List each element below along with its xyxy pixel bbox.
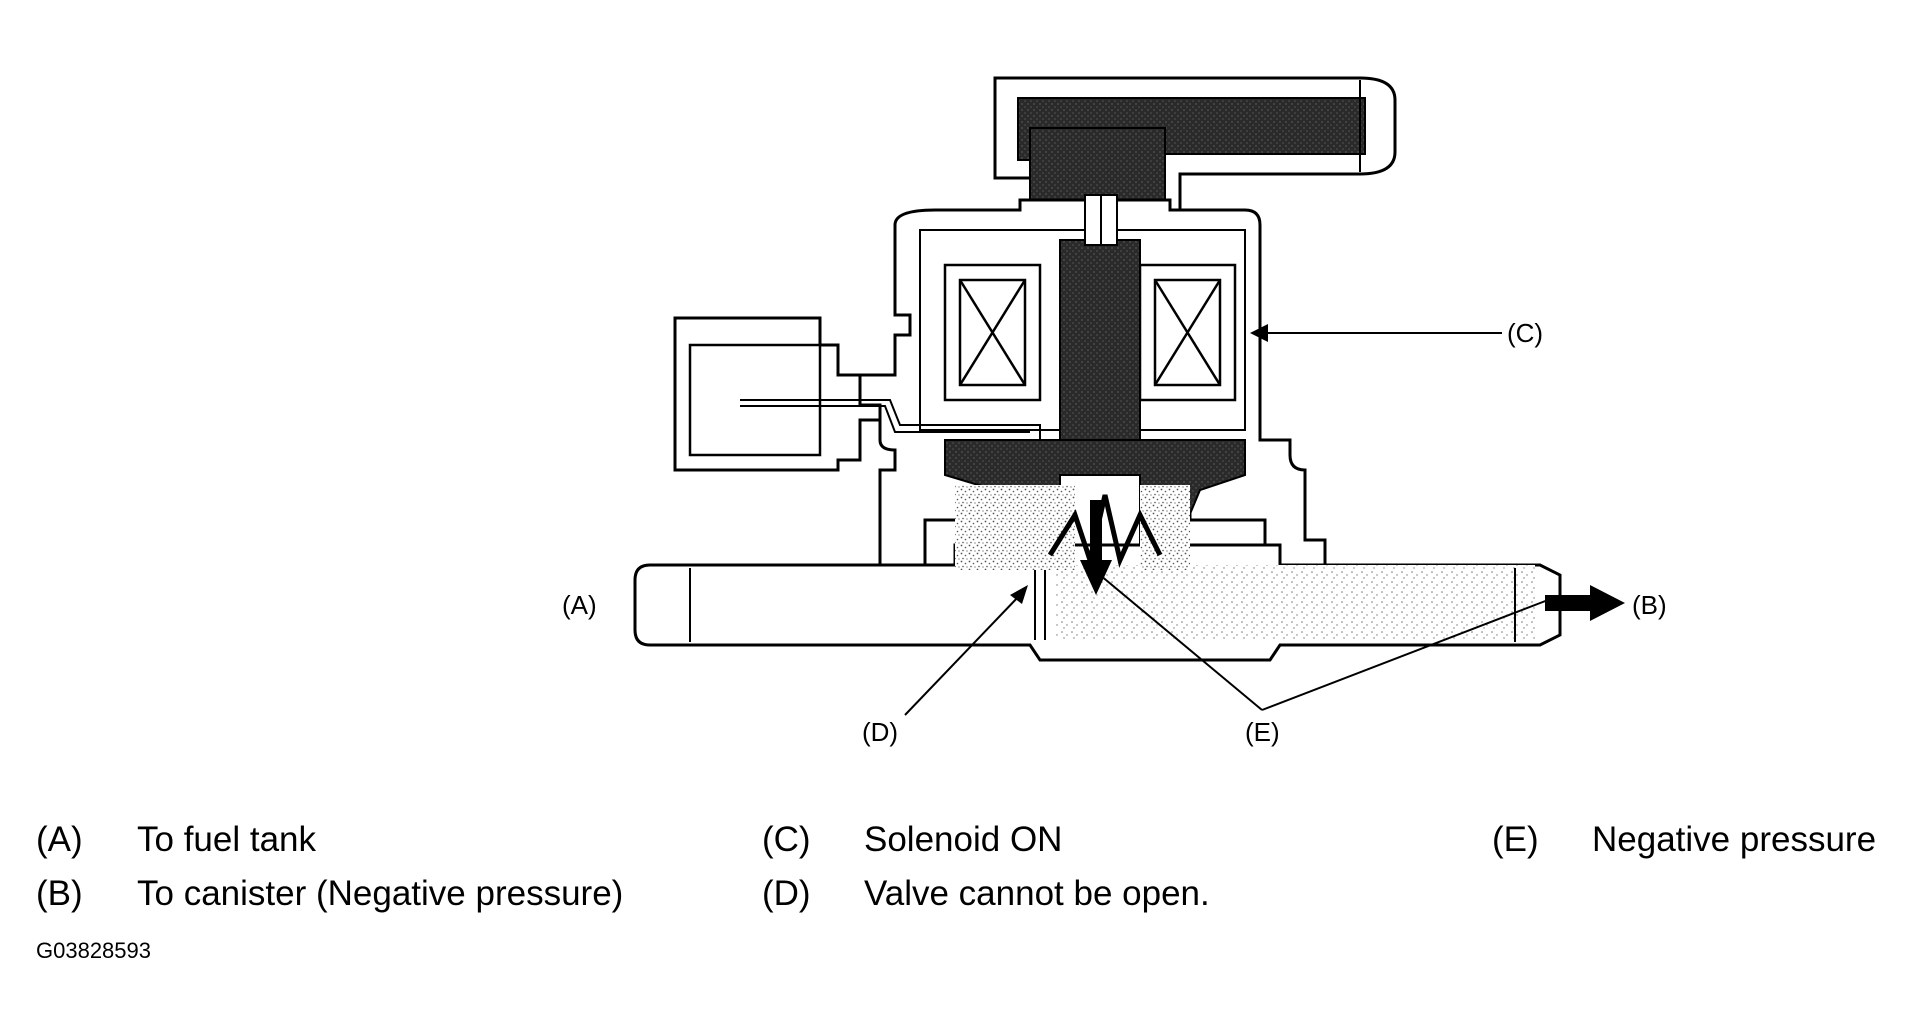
callout-a: (A) <box>562 590 597 620</box>
negative-pressure-arrow-out <box>1545 585 1625 621</box>
spring <box>1047 494 1163 570</box>
negative-pressure-arrow-down <box>1080 500 1112 595</box>
legend-text-a: To fuel tank <box>137 820 316 859</box>
legend-text-d: Valve cannot be open. <box>864 874 1210 913</box>
legend-key-c: (C) <box>762 820 811 859</box>
legend-text-e: Negative pressure <box>1592 820 1877 859</box>
callout-b: (B) <box>1632 590 1667 620</box>
legend-key-a: (A) <box>36 820 83 859</box>
legend-text-b: To canister (Negative pressure) <box>137 874 624 913</box>
diaphragm-block <box>1029 127 1166 207</box>
legend-key-d: (D) <box>762 874 811 913</box>
electrical-connector <box>673 316 1041 472</box>
legend-text-c: Solenoid ON <box>864 820 1063 859</box>
legend-key-e: (E) <box>1492 820 1539 859</box>
callout-e: (E) <box>1245 717 1280 747</box>
callout-d: (D) <box>862 717 899 747</box>
figure-id: G03828593 <box>36 938 151 963</box>
main-pipe <box>633 485 1562 662</box>
legend-key-b: (B) <box>36 874 83 913</box>
coil-left <box>943 263 1042 402</box>
coil-right <box>1138 263 1237 402</box>
leader-lines <box>904 324 1549 716</box>
callout-c: (C) <box>1507 318 1544 348</box>
